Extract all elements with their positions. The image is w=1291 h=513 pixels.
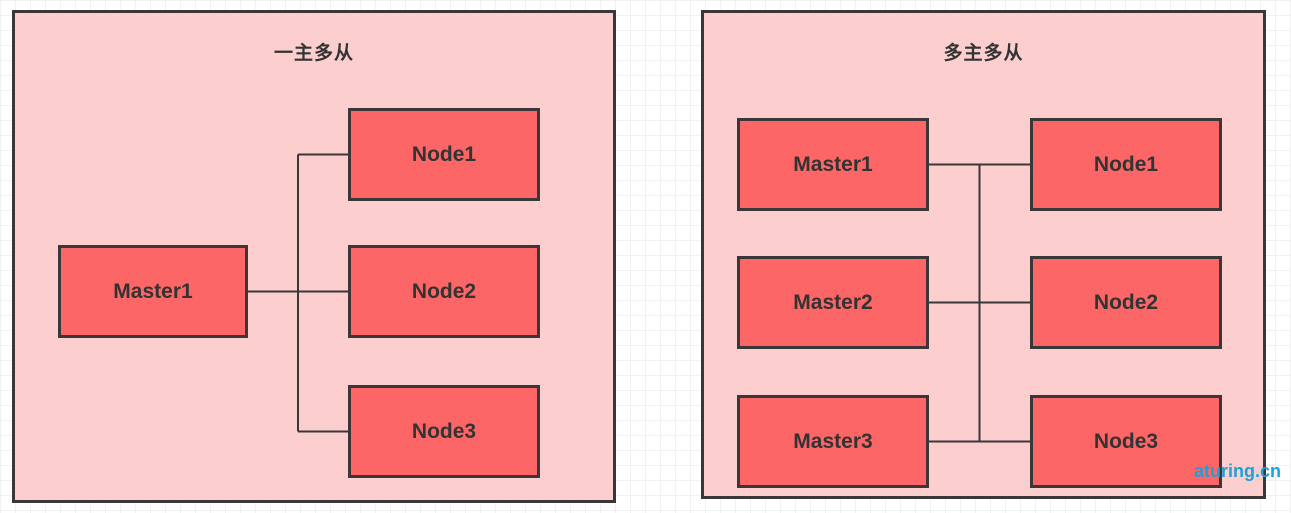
shape-node3-label: Node3: [1093, 429, 1159, 453]
panel-title: 一主多从: [273, 43, 354, 64]
shape-node1: Node1: [1030, 118, 1222, 211]
watermark: aturing.cn: [1194, 461, 1282, 481]
panel-one-master-multi-slave: 一主多从 Master1 Node1 Node2 Node3: [12, 10, 616, 503]
shape-node2: Node2: [1030, 256, 1222, 349]
shape-node2: Node2: [348, 245, 540, 338]
shape-master3: Master3: [737, 395, 929, 488]
shape-master1-label: Master1: [113, 279, 193, 303]
shape-node1-label: Node1: [1093, 152, 1159, 176]
shape-node2-label: Node2: [1093, 290, 1159, 314]
shape-master1: Master1: [737, 118, 929, 211]
shape-master2-label: Master2: [793, 290, 873, 314]
panel-multi-master-multi-slave: 多主多从 Master1 Master2 Master3 Node1 Node2…: [701, 10, 1266, 499]
panel-title: 多主多从: [943, 43, 1024, 64]
shape-node1-label: Node1: [411, 142, 477, 166]
shape-master1-label: Master1: [793, 152, 873, 176]
shape-node1: Node1: [348, 108, 540, 201]
shape-node3: Node3: [348, 385, 540, 478]
shape-master2: Master2: [737, 256, 929, 349]
shape-node2-label: Node2: [411, 279, 477, 303]
shape-master3-label: Master3: [793, 429, 873, 453]
shape-node3-label: Node3: [411, 419, 477, 443]
shape-master1: Master1: [58, 245, 248, 338]
shape-node3: Node3: [1030, 395, 1222, 488]
